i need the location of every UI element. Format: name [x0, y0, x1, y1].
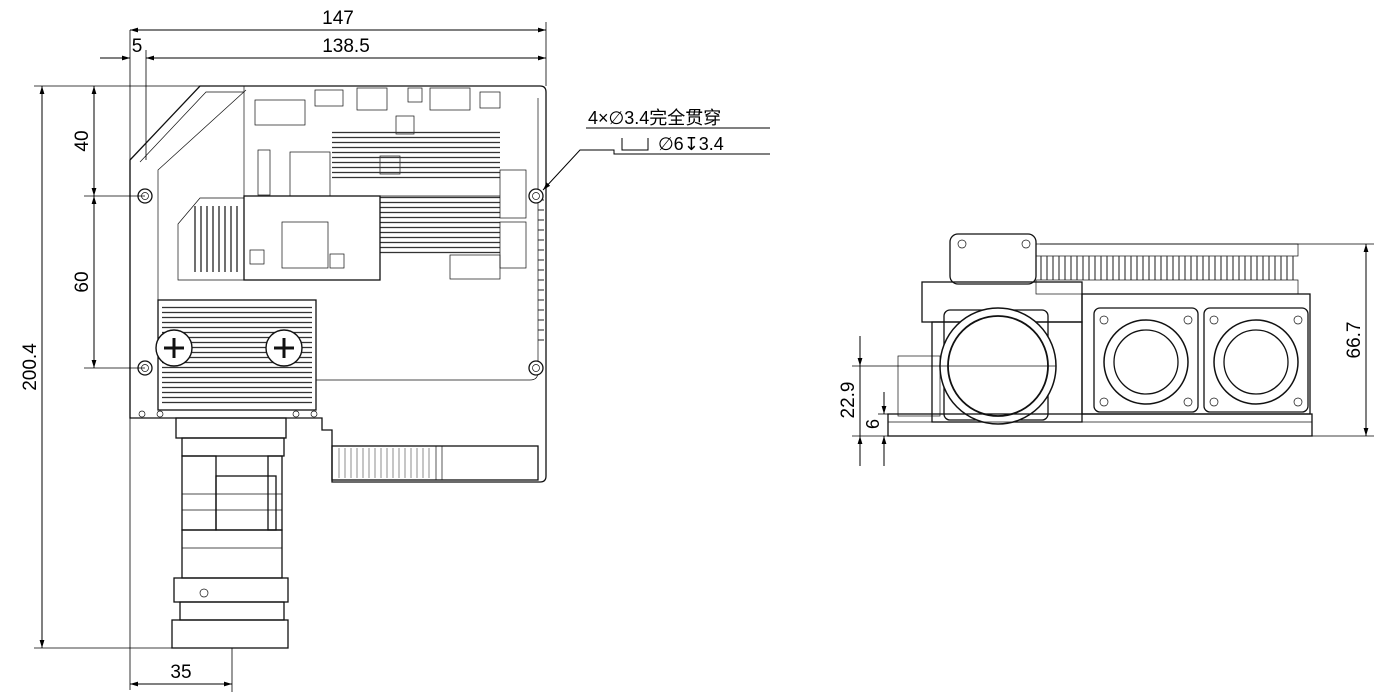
- dim-hole-spacing: 60: [72, 271, 93, 292]
- heatsink-screw-right: [265, 329, 303, 367]
- dim-base-thickness: 6: [863, 419, 883, 429]
- dim-board-width: 138.5: [322, 36, 370, 57]
- callout-counterbore-spec: ∅6↧3.4: [658, 134, 724, 154]
- front-view: 147 138.5 5 200.4 40 60 35 4×∅3.4完全贯穿 ∅6…: [20, 8, 770, 692]
- dim-lens-width: 35: [170, 662, 191, 683]
- dim-overall-height: 200.4: [20, 343, 41, 391]
- fan-left: [1103, 319, 1189, 405]
- vent-slots: [538, 199, 544, 341]
- side-view: 66.7 22.9 6: [838, 233, 1374, 466]
- mounting-holes: [137, 188, 544, 376]
- dim-lens-center: 22.9: [838, 382, 859, 419]
- counterbore-symbol: [621, 138, 649, 151]
- dim-side-height: 66.7: [1344, 322, 1365, 359]
- dim-overall-width: 147: [322, 8, 354, 29]
- dim-left-offset: 5: [132, 36, 143, 57]
- lens-assembly: [171, 417, 289, 649]
- heatsink-screw-left: [155, 329, 193, 367]
- dim-top-hole: 40: [72, 130, 93, 151]
- fan-right: [1213, 319, 1299, 405]
- callout-hole-spec: 4×∅3.4完全贯穿: [588, 108, 721, 128]
- callout-leader: [542, 149, 770, 191]
- side-base: [887, 413, 1313, 437]
